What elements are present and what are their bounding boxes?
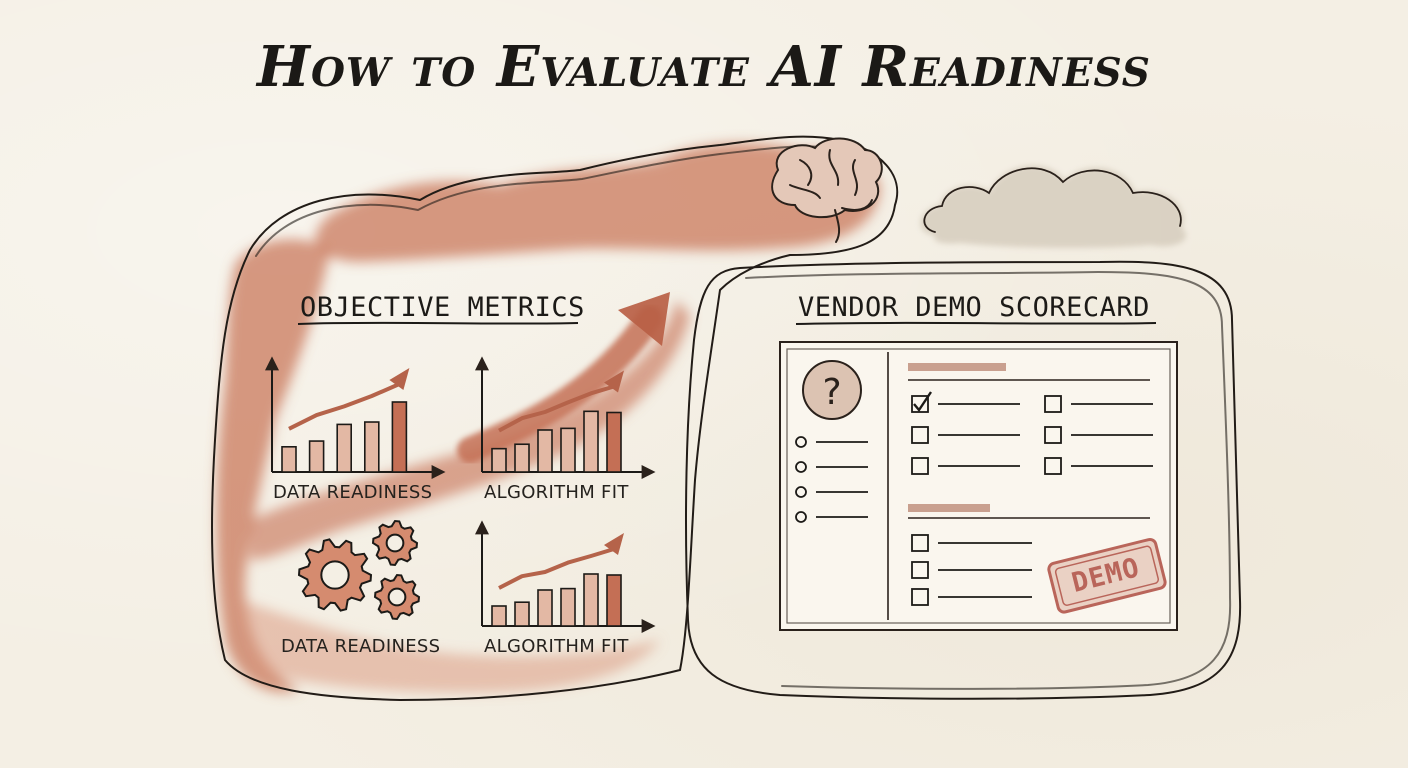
cell-caption-algorithm-fit-lower: ALGORITHM FIT: [484, 636, 629, 657]
scorecard-sidebar-bullets: [795, 436, 868, 523]
trend-arrow-head: [389, 368, 410, 390]
chart-bar: [583, 573, 599, 627]
checkbox: [1044, 457, 1062, 475]
vendor-demo-scorecard-heading: VENDOR DEMO SCORECARD: [798, 292, 1150, 323]
checkbox: [911, 426, 929, 444]
cell-caption-data-readiness-lower: DATA READINESS: [281, 636, 441, 657]
check-mark: [913, 391, 932, 413]
chart-bar: [281, 445, 297, 473]
bullet-dot: [795, 486, 807, 498]
checkbox: [911, 561, 929, 579]
chart-bar: [583, 410, 599, 473]
gears-icon: [297, 519, 421, 621]
chart-bar: [606, 574, 622, 627]
trend-arrow: [498, 547, 615, 590]
bullet-dot: [795, 436, 807, 448]
checkbox: [1044, 426, 1062, 444]
chart-bar: [308, 440, 325, 473]
scorecard-section-bar: [908, 363, 1006, 371]
right-panel-outline: [685, 260, 1242, 700]
scorecard-section-bar: [908, 504, 990, 512]
checkbox: [911, 534, 929, 552]
chart-bar: [336, 423, 353, 473]
trend-arrow-head: [604, 370, 624, 393]
chart-bar: [560, 427, 576, 473]
chart-bar: [514, 443, 530, 473]
chart-bar: [391, 401, 408, 473]
checkbox: [1044, 395, 1062, 413]
scorecard-checklist: [911, 391, 1153, 606]
chart-bar: [537, 429, 553, 473]
chart-bar: [560, 587, 576, 627]
brain-icon: [771, 137, 883, 243]
data-readiness-bar-chart: [265, 356, 446, 479]
cloud-icon: [920, 165, 1187, 248]
chart-bar: [491, 447, 507, 473]
trend-arrow: [498, 384, 615, 433]
bullet-dot: [795, 511, 807, 523]
watercolor-wash: [216, 143, 880, 693]
svg-text:?: ?: [822, 372, 841, 413]
chart-bar: [537, 589, 553, 627]
checkbox: [911, 588, 929, 606]
upward-trend-arrow-icon: [457, 292, 670, 463]
objective-metrics-heading: OBJECTIVE METRICS: [300, 292, 585, 323]
trend-arrow-head: [604, 533, 624, 555]
bullet-dot: [795, 461, 807, 473]
chart-bar: [363, 421, 380, 473]
algorithm-fit-bar-chart: [475, 356, 656, 479]
checkbox: [911, 457, 929, 475]
left-panel-outline: [211, 135, 899, 702]
cell-caption-data-readiness: DATA READINESS: [273, 482, 433, 503]
trend-arrow: [288, 382, 401, 431]
chart-bar: [514, 601, 530, 627]
chart-bar: [606, 411, 622, 473]
question-mark-icon: ?: [802, 360, 862, 420]
algorithm-fit-bar-chart-lower: [475, 520, 656, 633]
checkbox: [911, 395, 929, 413]
chart-bar: [491, 605, 507, 627]
demo-stamp: [1047, 537, 1167, 614]
cell-caption-algorithm-fit: ALGORITHM FIT: [484, 482, 629, 503]
page-title: How to Evaluate AI Readiness: [257, 34, 1151, 100]
